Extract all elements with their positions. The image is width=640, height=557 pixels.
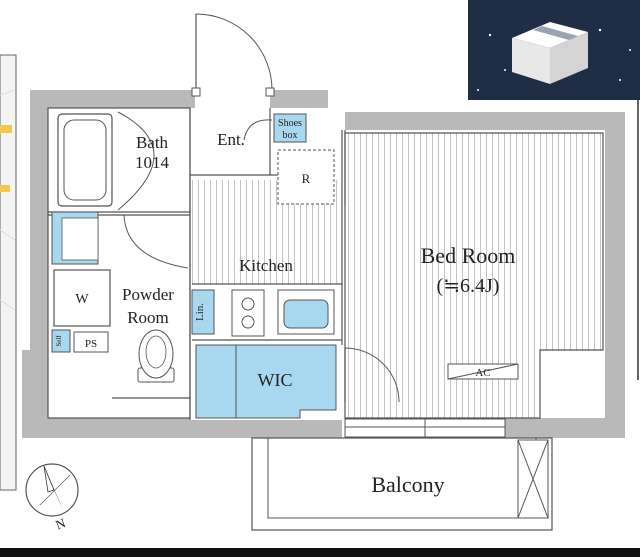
- balcony: [251, 437, 553, 531]
- powder-room-label-2: Room: [127, 308, 169, 327]
- kitchen-label: Kitchen: [239, 256, 293, 275]
- washer-label: W: [75, 292, 89, 307]
- bedroom-door: [344, 347, 400, 403]
- washer-space: [53, 269, 111, 327]
- entrance-label: Ent.: [217, 130, 245, 149]
- map-fragment: [0, 54, 17, 491]
- sink: [277, 289, 335, 335]
- ps-label: PS: [85, 338, 97, 350]
- bedroom-floor: [345, 133, 603, 351]
- self-space: [51, 329, 71, 353]
- bedroom-size: (≒6.4J): [437, 275, 500, 297]
- bath-label: Bath: [136, 133, 169, 152]
- balcony-label: Balcony: [371, 472, 444, 497]
- compass-north-label: N: [53, 515, 68, 533]
- package-icon: [468, 0, 640, 100]
- compass: [25, 463, 79, 517]
- entrance-door: [191, 13, 275, 141]
- bottom-bar: [0, 548, 640, 557]
- self-label: Self: [55, 335, 63, 347]
- pipe-space: [73, 331, 109, 353]
- balcony-window: [344, 418, 506, 438]
- shoes-box-label-1: Shoes: [278, 118, 302, 129]
- refrigerator-label: R: [302, 171, 311, 186]
- shoes-box: [273, 113, 307, 143]
- toilet: [137, 329, 175, 383]
- linen-label: Lin.: [194, 303, 206, 321]
- shoes-box-label-2: box: [283, 130, 298, 141]
- powder-room-label-1: Powder: [122, 285, 174, 304]
- ac-label: AC: [475, 367, 490, 379]
- bedroom-label: Bed Room: [421, 243, 516, 268]
- wic-label: WIC: [258, 370, 293, 390]
- refrigerator-space: [277, 149, 335, 205]
- linen-closet: [191, 289, 215, 335]
- bathtub: [57, 111, 155, 211]
- bath-size: 1014: [135, 153, 170, 172]
- walk-in-closet: [195, 344, 337, 419]
- stove: [231, 289, 265, 337]
